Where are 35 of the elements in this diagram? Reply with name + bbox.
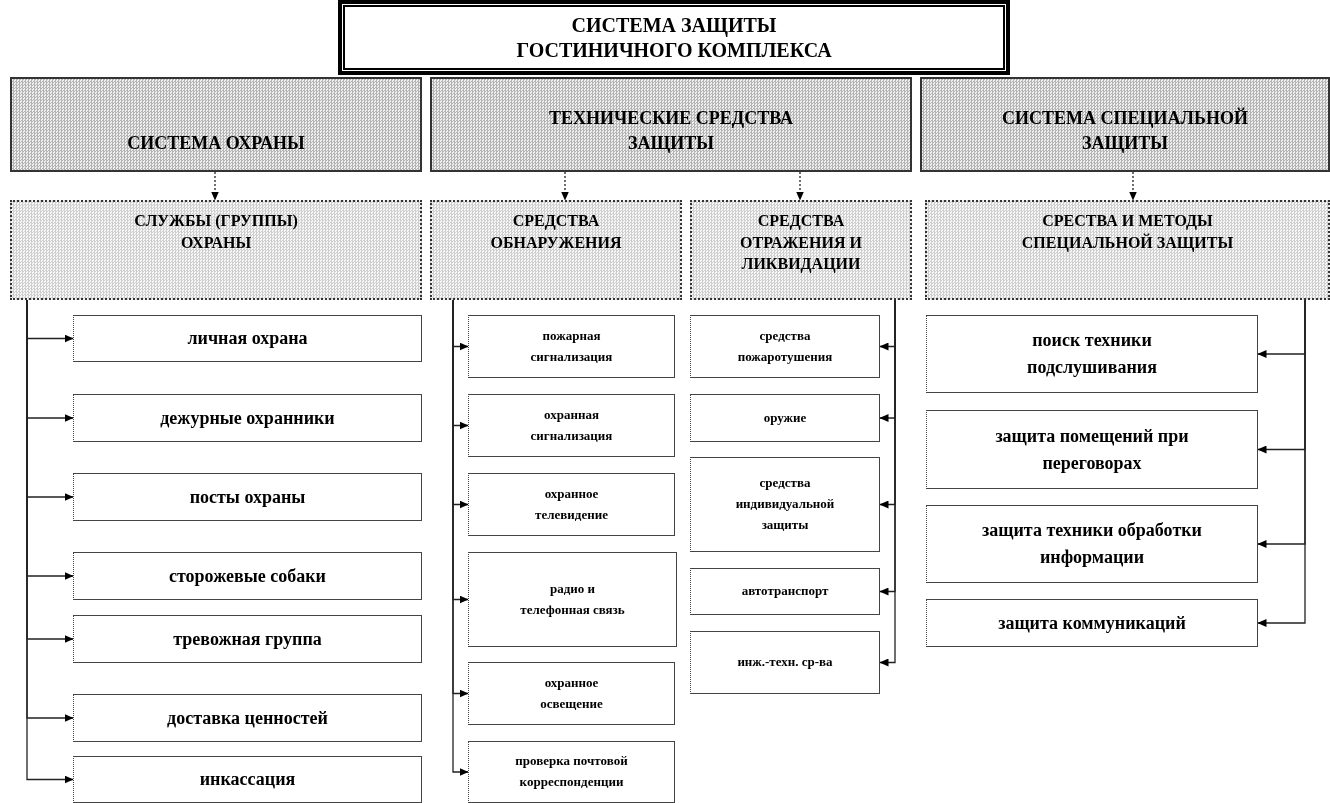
category-band: ТЕХНИЧЕСКИЕ СРЕДСТВА ЗАЩИТЫ [430,77,912,172]
connector-arrow [211,171,219,201]
item-box: радио и телефонная связь [468,552,677,647]
subcategory-box: СРЕСТВА И МЕТОДЫ СПЕЦИАЛЬНОЙ ЗАЩИТЫ [925,200,1330,300]
category-band: СИСТЕМА СПЕЦИАЛЬНОЙ ЗАЩИТЫ [920,77,1330,172]
item-box: пожарная сигнализация [468,315,675,378]
connector-arrow [561,171,569,201]
item-box: поиск техники подслушивания [926,315,1258,393]
item-box: средства пожаротушения [690,315,880,378]
title-box: СИСТЕМА ЗАЩИТЫ ГОСТИНИЧНОГО КОМПЛЕКСА [340,2,1008,73]
item-box: посты охраны [73,473,422,521]
item-box: доставка ценностей [73,694,422,742]
item-box: инкассация [73,756,422,803]
item-box: средства индивидуальной защиты [690,457,880,552]
connector-arrow [1257,299,1306,627]
item-box: сторожевые собаки [73,552,422,600]
item-box: защита помещений при переговорах [926,410,1258,489]
item-box: автотранспорт [690,568,880,615]
item-box: проверка почтовой корреспонденции [468,741,675,803]
item-box: тревожная группа [73,615,422,663]
item-box: защита техники обработки информации [926,505,1258,583]
item-box: охранное телевидение [468,473,675,536]
connector-arrow [796,171,804,201]
item-box: защита коммуникаций [926,599,1258,647]
item-box: дежурные охранники [73,394,422,442]
connector-arrow [1129,171,1137,201]
subcategory-box: СРЕДСТВА ОТРАЖЕНИЯ И ЛИКВИДАЦИИ [690,200,912,300]
category-band: СИСТЕМА ОХРАНЫ [10,77,422,172]
item-box: личная охрана [73,315,422,362]
item-box: оружие [690,394,880,442]
item-box: охранное освещение [468,662,675,725]
subcategory-box: СЛУЖБЫ (ГРУППЫ) ОХРАНЫ [10,200,422,300]
item-box: охранная сигнализация [468,394,675,457]
subcategory-box: СРЕДСТВА ОБНАРУЖЕНИЯ [430,200,682,300]
item-box: инж.-техн. ср-ва [690,631,880,694]
